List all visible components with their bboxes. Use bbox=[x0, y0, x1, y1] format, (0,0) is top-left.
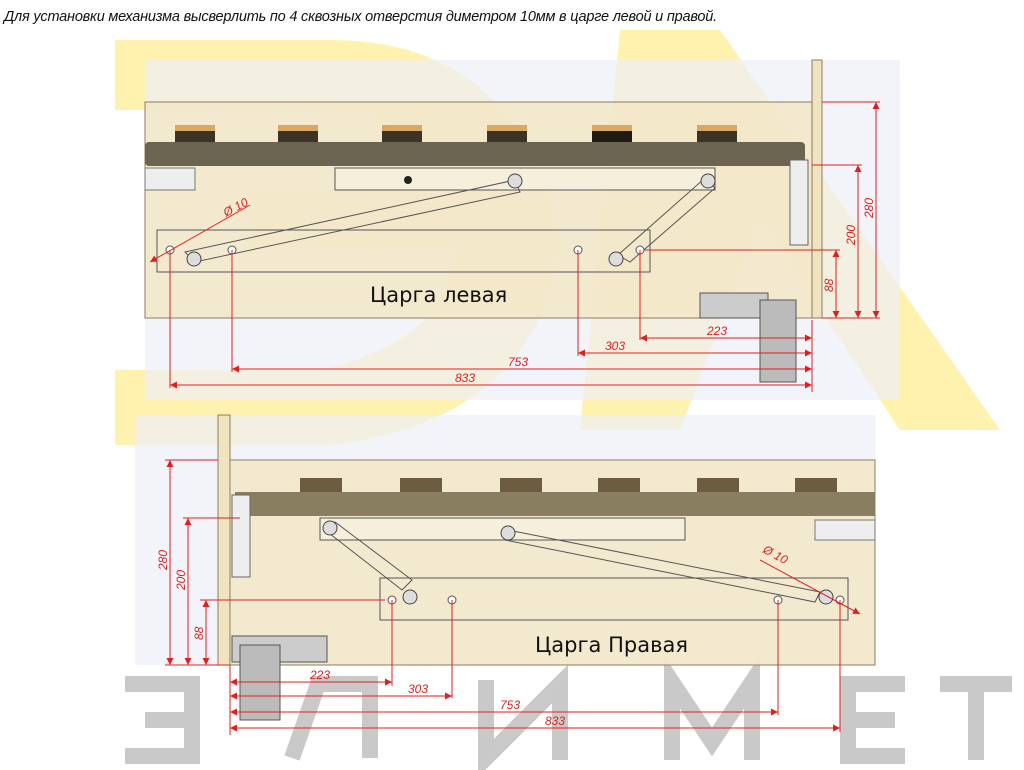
corner-bracket bbox=[231, 494, 251, 578]
watermark-letter-t bbox=[940, 676, 1012, 760]
watermark-letter-m bbox=[664, 655, 760, 760]
corner-bracket bbox=[789, 159, 809, 246]
dim-833: 833 bbox=[455, 371, 475, 385]
dim-223: 223 bbox=[706, 324, 727, 338]
watermark-letter-l bbox=[284, 676, 378, 761]
slats bbox=[175, 125, 737, 143]
dimension-lines bbox=[165, 459, 861, 735]
right-rail-view: Царга Правая 223 303 753 833 88 200 280 … bbox=[135, 414, 876, 735]
left-rail-view: Царга левая 223 303 753 833 88 200 280 Ø… bbox=[144, 59, 900, 400]
lower-bracket bbox=[156, 229, 651, 273]
watermark-letter-e-rev bbox=[125, 676, 200, 764]
dim-88: 88 bbox=[192, 626, 206, 640]
upper-bracket bbox=[334, 167, 716, 191]
watermark-letter-ie bbox=[840, 676, 905, 764]
dim-833: 833 bbox=[545, 714, 565, 728]
leg-mount bbox=[699, 292, 769, 319]
dim-223: 223 bbox=[309, 668, 330, 682]
metal-frame bbox=[235, 492, 875, 516]
dim-753: 753 bbox=[508, 355, 528, 369]
dim-280: 280 bbox=[862, 198, 876, 219]
dim-753: 753 bbox=[500, 698, 520, 712]
rail-label: Царга левая bbox=[370, 283, 507, 307]
dim-303: 303 bbox=[605, 339, 625, 353]
lever-arm bbox=[617, 177, 716, 263]
lower-bracket bbox=[379, 577, 849, 621]
dim-200: 200 bbox=[174, 570, 188, 591]
leg bbox=[759, 299, 797, 383]
end-wall bbox=[217, 414, 231, 666]
dim-303: 303 bbox=[408, 682, 428, 696]
dim-88: 88 bbox=[822, 278, 836, 292]
dimension-lines bbox=[149, 101, 880, 392]
end-wall bbox=[811, 59, 823, 319]
slats bbox=[300, 478, 837, 494]
rail-label: Царга Правая bbox=[535, 633, 688, 657]
watermark-letter-i bbox=[478, 664, 568, 770]
brand-watermark bbox=[125, 655, 1012, 770]
metal-frame bbox=[145, 142, 805, 166]
instruction-caption: Для установки механизма высверлить по 4 … bbox=[4, 9, 717, 25]
dim-280: 280 bbox=[156, 550, 170, 571]
dim-200: 200 bbox=[844, 225, 858, 246]
